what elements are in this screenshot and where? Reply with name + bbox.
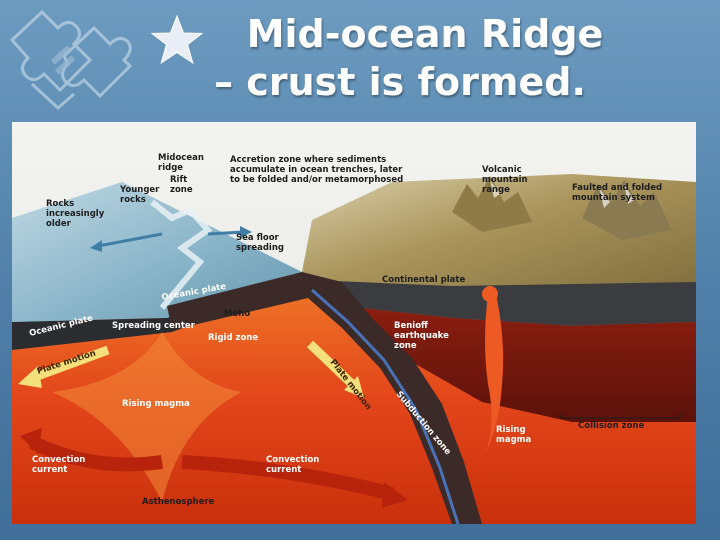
label-rocks-older: Rocks increasingly older: [46, 199, 107, 229]
convection-arrow-left: [28, 435, 163, 472]
ridge-crest: [150, 199, 213, 310]
plate-motion-arrowhead-slab: [344, 376, 364, 398]
oceanic-plate-left: [12, 272, 312, 350]
label-continental-plate: Continental plate: [382, 275, 465, 285]
label-asthenosphere: Asthenosphere: [142, 497, 215, 507]
label-faulted-folded: Faulted and folded mountain system: [572, 183, 665, 203]
continental-plate: [312, 280, 696, 326]
label-rift-zone: Rift zone: [170, 175, 193, 195]
rising-magma-plume: [52, 332, 242, 502]
continental-crust: [342, 306, 696, 422]
label-accretion-zone: Accretion zone where sediments accumulat…: [230, 155, 405, 185]
spreading-arrow-left: [97, 232, 163, 248]
magma-chamber: [482, 286, 498, 302]
plate-motion-arrow-left: [30, 345, 110, 383]
label-rigid-zone: Rigid zone: [208, 333, 258, 343]
plate-motion-arrow-slab: [306, 340, 356, 388]
label-spreading-center: Spreading center: [112, 321, 196, 331]
plate-motion-arrowhead-left: [18, 366, 42, 388]
slide-title: Mid-ocean Ridge – crust is formed.: [140, 10, 660, 106]
spreading-arrowhead-left: [90, 240, 102, 252]
star-icon: [150, 14, 204, 65]
spreading-arrowhead-right: [240, 226, 252, 238]
plate-tectonics-diagram: Midocean ridge Rift zone Younger rocks R…: [12, 122, 696, 524]
label-sea-floor-spreading: Sea floor spreading: [236, 233, 284, 253]
label-rising-magma-2: Rising magma: [496, 425, 532, 445]
collision-bracket: [559, 412, 681, 419]
ocean-surface: [12, 182, 302, 322]
title-line-1: Mid-ocean Ridge: [246, 12, 604, 56]
diagram-canvas: Midocean ridge Rift zone Younger rocks R…: [12, 122, 696, 524]
convection-arrowhead-right: [382, 482, 408, 508]
label-younger-rocks: Younger rocks: [119, 185, 162, 205]
label-moho: Moho: [224, 309, 250, 319]
puzzle-pieces-icon: [9, 9, 133, 111]
convection-arrow-right: [181, 455, 394, 501]
title-line-2: – crust is formed.: [214, 60, 586, 104]
moho-line: [311, 288, 460, 524]
convection-arrowhead-left: [20, 428, 42, 454]
volcano-conduit: [485, 294, 504, 452]
spreading-arrow-right: [207, 230, 245, 236]
label-collision-zone: Collision zone: [578, 421, 644, 431]
volcanic-range: [452, 176, 532, 232]
mountain-highlights: [490, 180, 634, 208]
label-convection-current-1: Convection current: [32, 455, 88, 475]
label-volcanic-range: Volcanic mountain range: [482, 165, 531, 195]
label-midocean-ridge: Midocean ridge: [158, 153, 207, 173]
label-convection-current-2: Convection current: [266, 455, 322, 475]
label-rising-magma-1: Rising magma: [122, 399, 190, 409]
label-benioff-zone: Benioff earthquake zone: [394, 321, 452, 351]
